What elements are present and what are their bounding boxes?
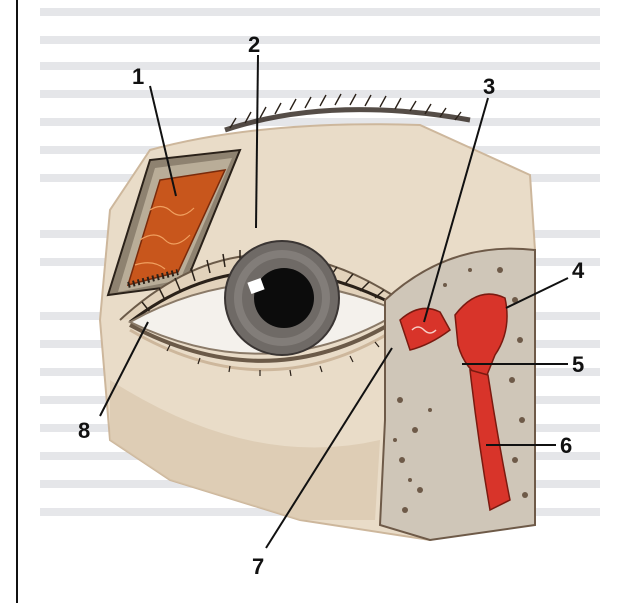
callout-2: 2 bbox=[248, 32, 260, 57]
nasal-bone-section bbox=[380, 249, 535, 540]
callout-7: 7 bbox=[252, 554, 264, 579]
callout-4: 4 bbox=[572, 258, 585, 283]
callout-6: 6 bbox=[560, 433, 572, 458]
callout-1: 1 bbox=[132, 64, 144, 89]
pupil bbox=[254, 268, 314, 328]
callout-8: 8 bbox=[78, 418, 90, 443]
callout-3: 3 bbox=[483, 74, 495, 99]
callout-5: 5 bbox=[572, 352, 584, 377]
